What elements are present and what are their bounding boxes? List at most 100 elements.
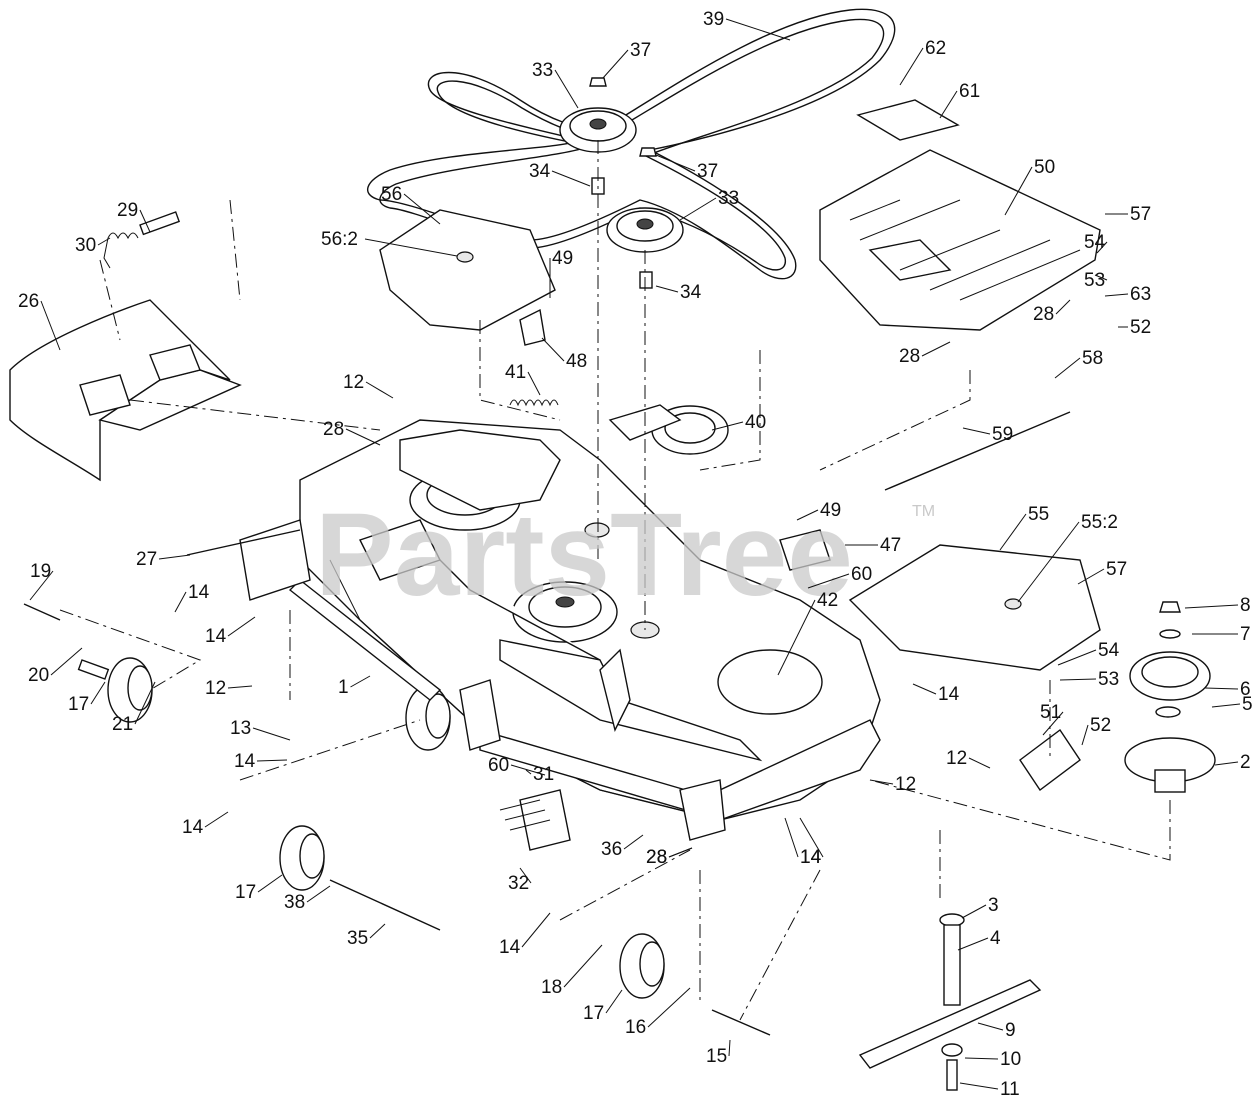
leader-51 — [1042, 711, 1064, 736]
leader-14 — [227, 616, 256, 637]
leader-60 — [510, 764, 546, 776]
leader-14 — [799, 817, 824, 858]
callout-57: 57 — [1106, 559, 1127, 580]
watermark-trademark: TM — [912, 503, 935, 520]
callout-31: 31 — [533, 764, 554, 785]
callout-28: 28 — [646, 847, 667, 868]
leader-34 — [551, 170, 591, 187]
leader-33 — [679, 197, 717, 221]
callout-47: 47 — [880, 535, 901, 556]
leader-38 — [306, 885, 331, 903]
callout-14: 14 — [800, 847, 822, 868]
leader-19 — [29, 570, 54, 601]
leader-30 — [97, 237, 111, 246]
callout-16: 16 — [625, 1017, 646, 1038]
callout-32: 32 — [508, 873, 529, 894]
leader-27 — [158, 554, 191, 560]
callout-56: 56 — [381, 184, 402, 205]
arm-assembly-1 — [186, 308, 1081, 851]
leader-58 — [1054, 357, 1081, 379]
leader-14 — [204, 811, 229, 828]
leader-14 — [521, 912, 551, 948]
leader-40 — [711, 421, 744, 431]
callout-28: 28 — [323, 419, 344, 440]
leader-28 — [1055, 299, 1071, 315]
leader-6 — [1204, 687, 1239, 690]
callout-12: 12 — [343, 372, 364, 393]
callout-17: 17 — [583, 1003, 604, 1024]
belt-cover-55 — [848, 544, 1101, 671]
callout-1: 1 — [338, 677, 349, 698]
callout-15: 15 — [706, 1046, 727, 1067]
leader-14 — [912, 683, 937, 695]
callout-54: 54 — [1098, 640, 1120, 661]
leader-11 — [959, 1082, 999, 1090]
leader-63 — [1104, 293, 1129, 297]
leader-21 — [134, 681, 156, 725]
callout-13: 13 — [230, 718, 251, 739]
callout-leaders — [29, 18, 1241, 1090]
callout-33: 33 — [532, 60, 553, 81]
callout-26: 26 — [18, 291, 39, 312]
spring-41 — [509, 399, 559, 407]
watermark-text: PartsTree — [315, 489, 853, 621]
leader-54 — [1096, 241, 1108, 254]
callout-18: 18 — [541, 977, 562, 998]
callout-11: 11 — [1000, 1079, 1020, 1100]
callout-62: 62 — [925, 38, 946, 59]
mower-deck — [299, 404, 881, 821]
callout-19: 19 — [30, 561, 51, 582]
pulley-lower — [606, 147, 684, 289]
callout-53: 53 — [1084, 270, 1105, 291]
drive-belt — [367, 8, 896, 280]
callout-38: 38 — [284, 892, 305, 913]
leader-5 — [1211, 703, 1241, 708]
leader-15 — [728, 1039, 731, 1057]
callout-12: 12 — [946, 748, 967, 769]
callout-2: 2 — [1240, 752, 1251, 773]
leader-12 — [968, 757, 991, 769]
callout-37: 37 — [630, 40, 651, 61]
callout-61: 61 — [959, 81, 980, 102]
leader-2 — [1214, 761, 1239, 766]
callout-14: 14 — [182, 817, 204, 838]
callout-39: 39 — [703, 9, 724, 30]
callout-29: 29 — [117, 200, 138, 221]
callout-28: 28 — [1033, 304, 1054, 325]
leader-14 — [784, 817, 799, 858]
platform-50 — [819, 99, 1101, 331]
leader-60 — [807, 573, 850, 589]
leader-57 — [1077, 568, 1105, 585]
callout-58: 58 — [1082, 348, 1103, 369]
leader-36 — [623, 834, 644, 850]
callout-30: 30 — [75, 235, 96, 256]
leader-34 — [655, 285, 679, 293]
leader-9 — [977, 1022, 1004, 1031]
callout-14: 14 — [205, 626, 227, 647]
callout-12: 12 — [895, 774, 916, 795]
callout-59: 59 — [992, 424, 1013, 445]
callout-21: 21 — [112, 714, 133, 735]
leader-50 — [1004, 166, 1033, 216]
callout-57: 57 — [1130, 204, 1151, 225]
leader-56 — [403, 193, 441, 225]
callout-56-2: 56:2 — [321, 229, 358, 250]
callout-53: 53 — [1098, 669, 1119, 690]
callout-60: 60 — [851, 564, 872, 585]
leader-62 — [899, 47, 924, 86]
callout-6: 6 — [1240, 679, 1251, 700]
leader-32 — [519, 867, 532, 884]
leader-20 — [50, 647, 83, 676]
leader-26 — [40, 300, 61, 351]
leader-61 — [939, 90, 958, 119]
callout-33: 33 — [718, 188, 739, 209]
callout-54: 54 — [1084, 232, 1106, 253]
leader-28 — [345, 428, 381, 446]
leader-17 — [605, 989, 623, 1014]
callout-10: 10 — [1000, 1049, 1021, 1070]
callout-14: 14 — [800, 847, 822, 868]
callout-60: 60 — [488, 755, 509, 776]
callout-8: 8 — [1240, 595, 1251, 616]
leader-12 — [869, 779, 894, 785]
leader-42 — [777, 599, 816, 676]
